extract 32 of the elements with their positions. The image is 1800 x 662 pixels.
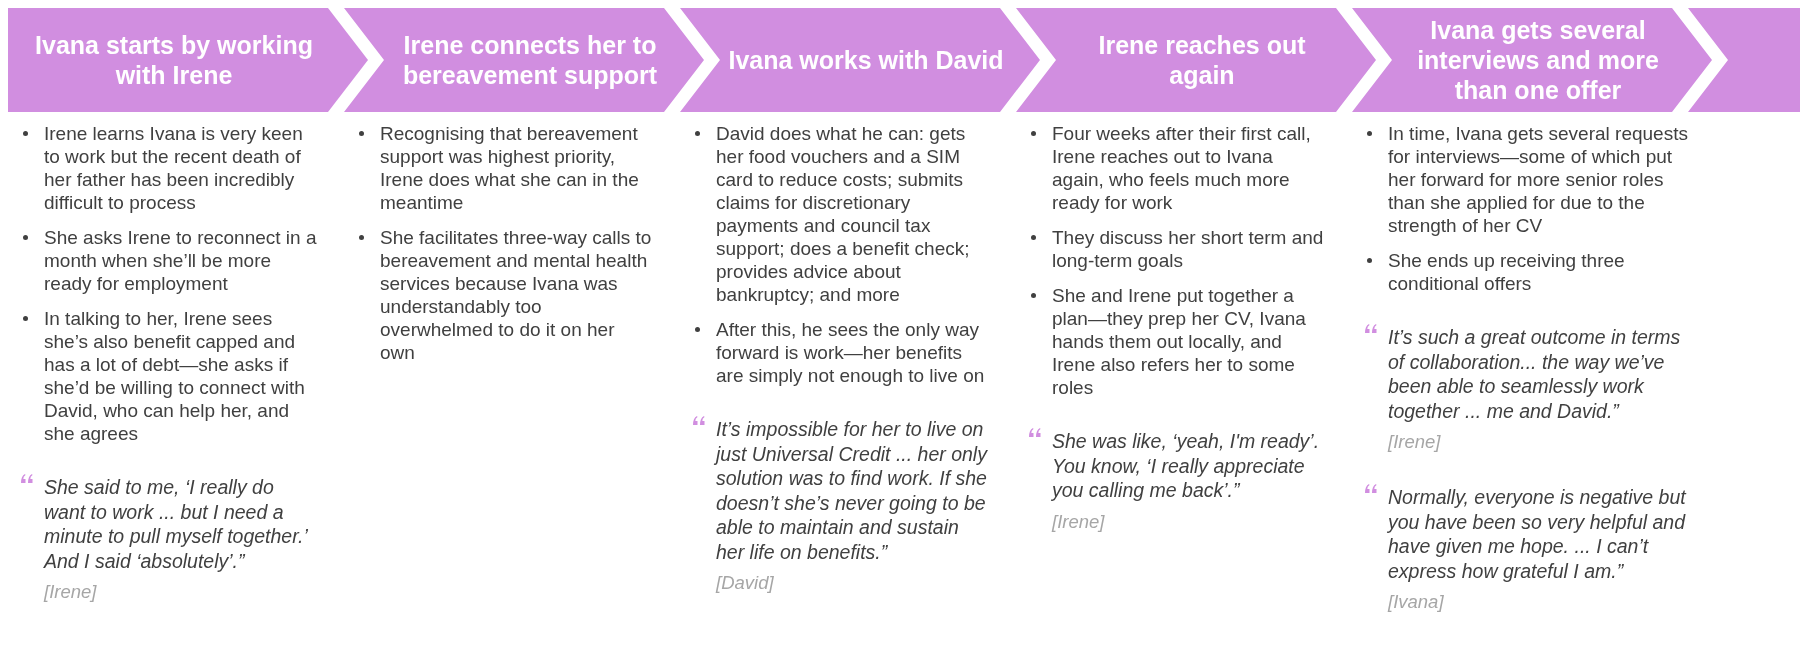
attribution-text: [Irene]	[1052, 509, 1106, 534]
bullet-point-text: In talking to her, Irene sees she’s also benefit capped and has a lot of debt—she asks if she’d be willing to connect with David, who can help her, and she agrees	[44, 307, 318, 445]
attribution-text: [David]	[716, 571, 775, 595]
bullet-point-text: In time, Ivana gets several requests for interviews—some of which put her forward for more senior roles than she applied for due to the strength of her CV	[1388, 122, 1692, 237]
attribution-text: [Irene]	[1388, 430, 1442, 454]
step-heading: Irene reaches out again	[1097, 30, 1307, 90]
step-heading: Ivana starts by working with Irene	[34, 30, 314, 90]
step-banner	[680, 8, 1040, 112]
bullet-point-text: David does what he can: gets her food vouchers and a SIM card to reduce costs; submits claims for discretionary payments and council tax support; does a benefit check; provides advice about bankruptcy; and more	[716, 122, 990, 306]
quote-text: She said to me, ‘I really do want to work ... but I need a minute to pull myself together.’ And I said ‘absolutely’.”	[44, 475, 318, 573]
step-banner	[1016, 8, 1376, 112]
step-heading: Ivana gets several interviews and more than one offer	[1416, 15, 1660, 105]
bullet-point-text: She ends up receiving three conditional offers	[1388, 249, 1692, 295]
attribution-text: [Ivana]	[1388, 590, 1445, 614]
quote-text: Normally, everyone is negative but you have been so very helpful and have given me hope. ... I can’t express how grateful I am.”	[1388, 485, 1692, 583]
quote-text: It’s such a great outcome in terms of collaboration... the way we’ve been able to seamlessly work together ... me and David.”	[1388, 325, 1692, 423]
step-banner	[8, 8, 368, 112]
step-heading: Ivana works with David	[728, 45, 1004, 75]
bullet-point-text: Irene learns Ivana is very keen to work but the recent death of her father has been incredibly difficult to process	[44, 122, 318, 214]
bullet-point-text: They discuss her short term and long-term goals	[1052, 226, 1326, 272]
quote-text: She was like, ‘yeah, I'm ready’. You know, ‘I really appreciate you calling me back’.”	[1052, 429, 1326, 503]
step-banner	[344, 8, 704, 112]
bullet-point-text: Recognising that bereavement support was highest priority, Irene does what she can in the meantime	[380, 122, 654, 214]
quote-text: It’s impossible for her to live on just Universal Credit ... her only solution was to find work. If she doesn’t she’s never going to be able to maintain and sustain her life on benefits.”	[716, 417, 990, 564]
step-banner	[1688, 8, 1800, 112]
bullet-point-text: She asks Irene to reconnect in a month when she’ll be more ready for employment	[44, 226, 318, 295]
step-heading: Irene connects her to bereavement support	[401, 30, 659, 90]
bullet-point-text: After this, he sees the only way forward is work—her benefits are simply not enough to live on	[716, 318, 990, 387]
bullet-point-text: She and Irene put together a plan—they prep her CV, Ivana hands them out locally, and Irene also refers her to some roles	[1052, 284, 1326, 399]
bullet-point-text: She facilitates three-way calls to bereavement and mental health services because Ivana was understandably too overwhelmed to do it on her own	[380, 226, 654, 364]
bullet-point-text: Four weeks after their first call, Irene reaches out to Ivana again, who feels much more ready for work	[1052, 122, 1326, 214]
attribution-text: [Irene]	[44, 580, 98, 604]
